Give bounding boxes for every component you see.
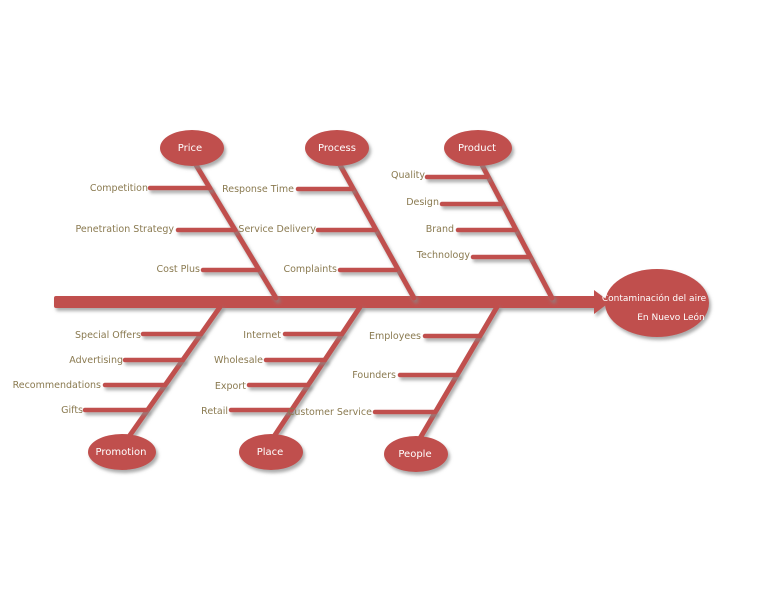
cause-customer-service: Customer Service <box>288 407 372 418</box>
category-place-label: Place <box>257 447 284 458</box>
category-nodes: Price Process Product Promotion Place Pe… <box>88 130 512 472</box>
cause-recommendations: Recommendations <box>13 380 101 391</box>
cause-employees: Employees <box>369 331 421 342</box>
category-product: Product <box>444 130 512 166</box>
cause-wholesale: Wholesale <box>214 355 263 366</box>
bone-promotion <box>125 304 223 441</box>
bone-product <box>479 162 555 301</box>
category-product-label: Product <box>458 143 496 154</box>
bone-place <box>270 304 363 441</box>
cause-special-offers: Special Offers <box>75 330 141 341</box>
cause-complaints: Complaints <box>283 264 337 275</box>
spine <box>54 290 610 314</box>
cause-retail: Retail <box>201 406 228 417</box>
cause-brand: Brand <box>426 224 454 235</box>
cause-founders: Founders <box>352 370 396 381</box>
category-people: People <box>384 436 448 472</box>
category-promotion: Promotion <box>88 434 156 470</box>
effect-title: Contaminación del aire <box>602 293 707 304</box>
sub-bones <box>82 174 532 415</box>
cause-advertising: Advertising <box>69 355 123 366</box>
effect-subtitle: En Nuevo León <box>637 312 705 323</box>
category-price: Price <box>160 130 224 166</box>
cause-service-delivery: Service Delivery <box>238 224 316 235</box>
cause-competition: Competition <box>90 183 148 194</box>
cause-cost-plus: Cost Plus <box>157 264 201 275</box>
category-promotion-label: Promotion <box>96 447 147 458</box>
cause-gifts: Gifts <box>61 405 83 416</box>
cause-quality: Quality <box>391 170 425 181</box>
cause-response-time: Response Time <box>222 184 294 195</box>
category-place: Place <box>239 434 303 470</box>
effect-head: Contaminación del aire En Nuevo León <box>602 269 709 337</box>
cause-technology: Technology <box>416 250 471 261</box>
category-people-label: People <box>398 449 431 460</box>
category-price-label: Price <box>178 143 202 154</box>
cause-penetration-strategy: Penetration Strategy <box>76 224 175 235</box>
category-process: Process <box>305 130 369 166</box>
cause-design: Design <box>406 197 439 208</box>
cause-internet: Internet <box>243 330 281 341</box>
cause-labels: Competition Penetration Strategy Cost Pl… <box>13 170 471 418</box>
category-process-label: Process <box>318 143 356 154</box>
cause-export: Export <box>215 381 246 392</box>
